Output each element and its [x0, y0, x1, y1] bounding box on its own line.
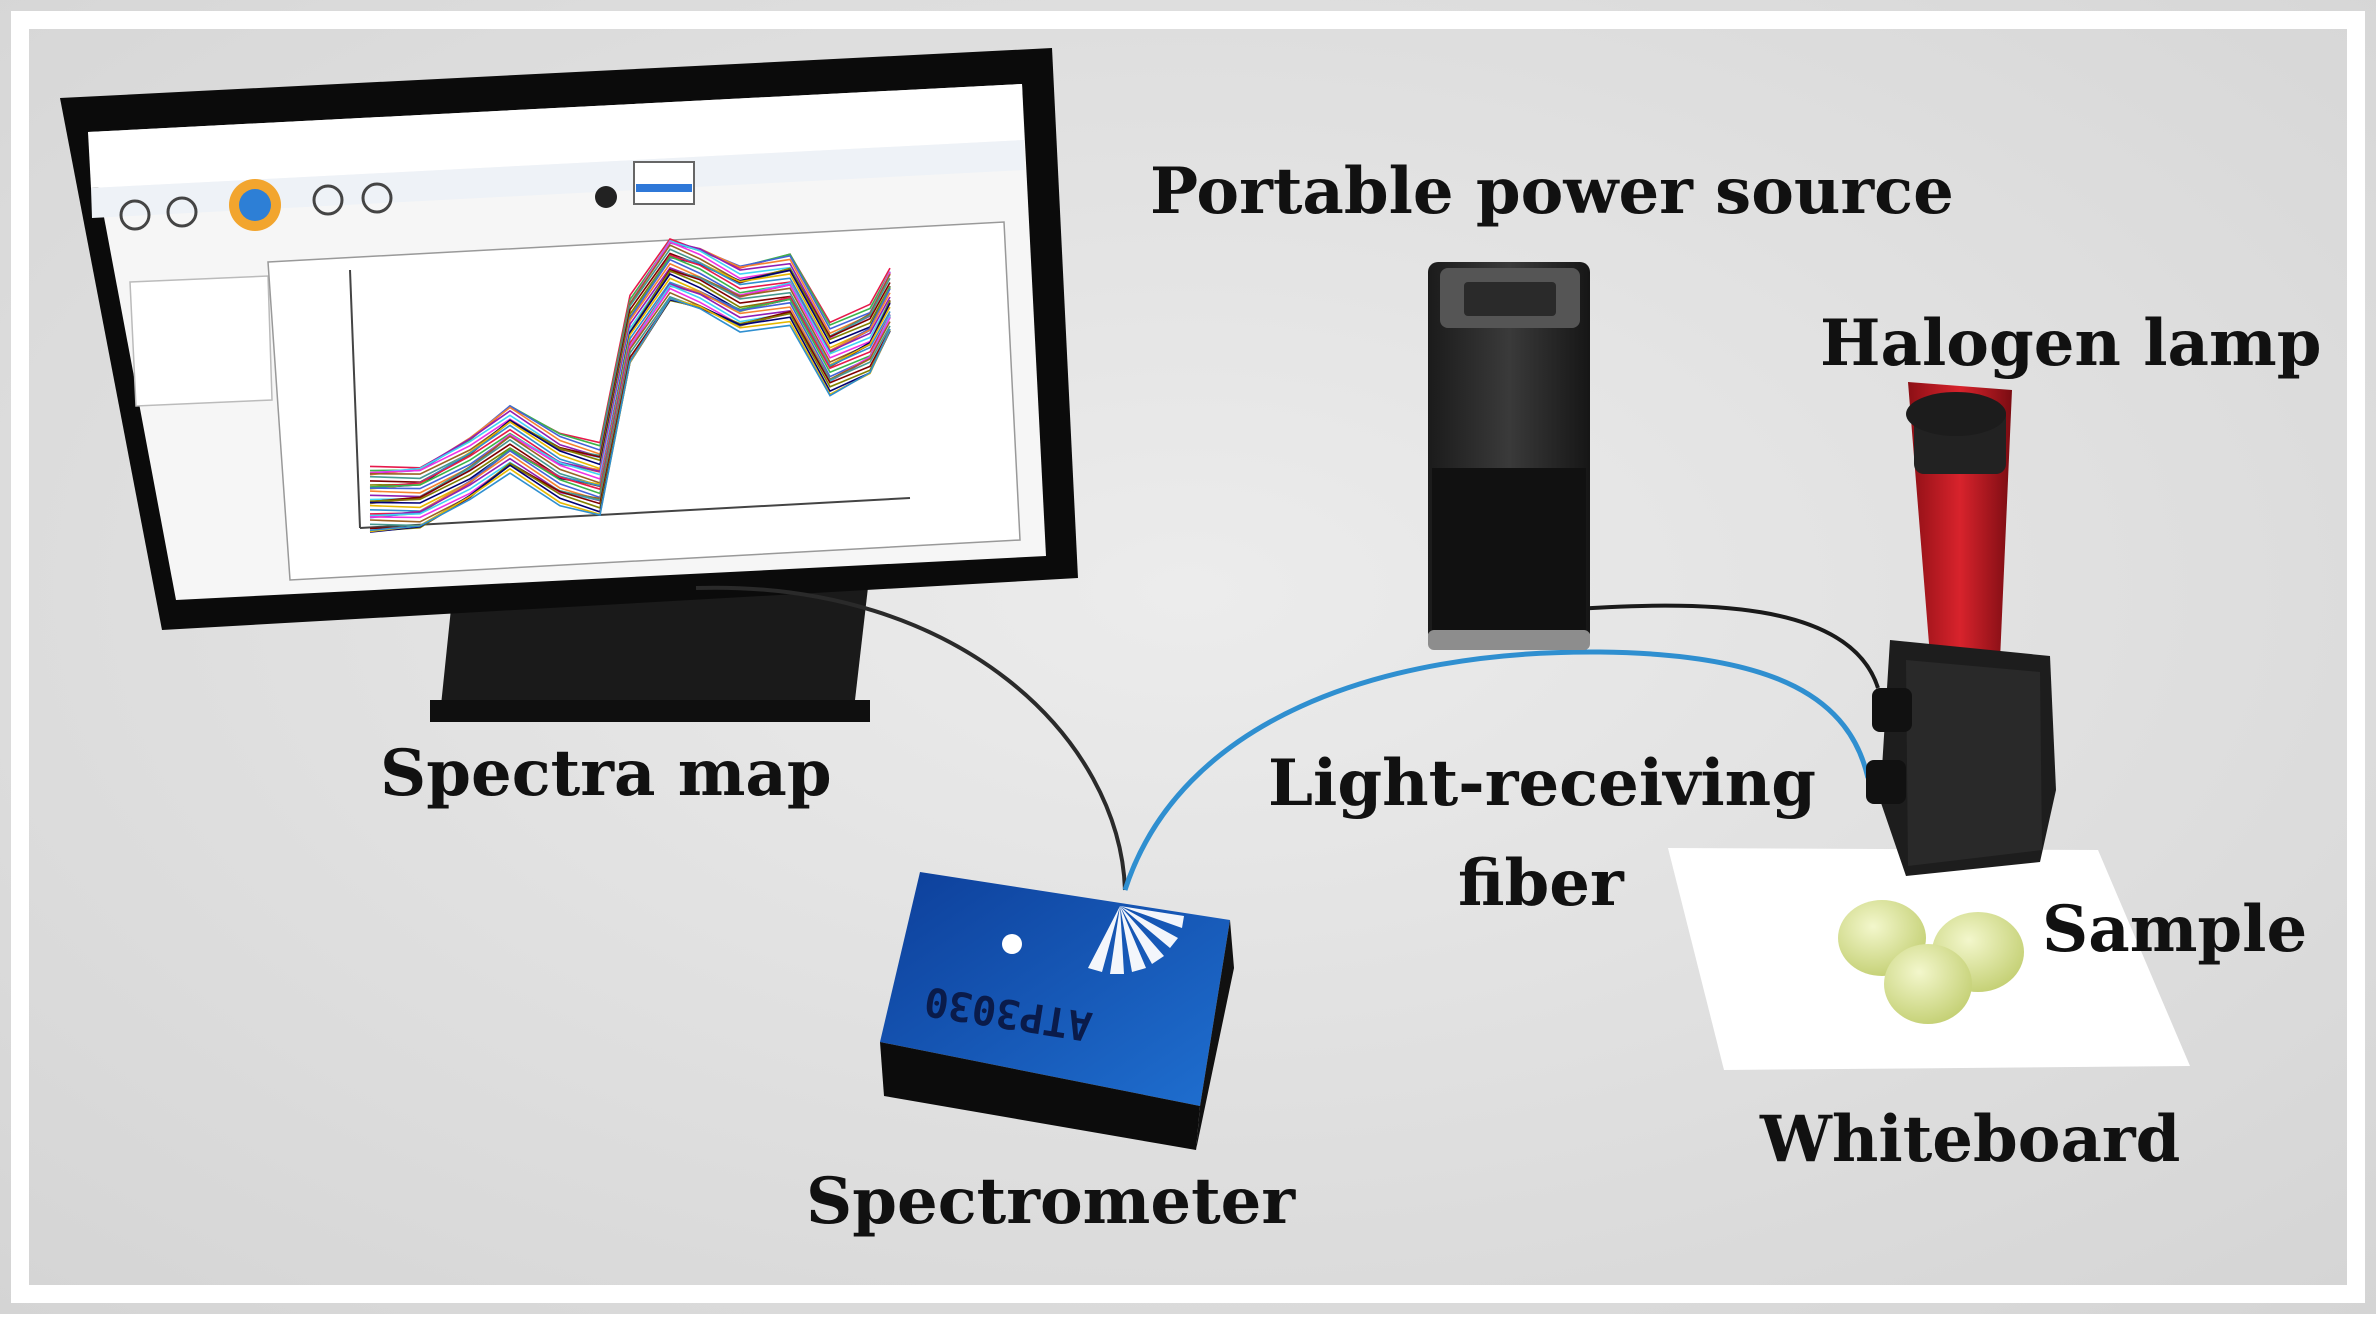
label-portable-power-source: Portable power source: [1150, 154, 1954, 229]
spectrum-curve: [369, 297, 891, 532]
label-spectra-map: Spectra map: [380, 736, 832, 811]
label-fiber-line2: fiber: [1458, 846, 1624, 921]
label-spectrometer: Spectrometer: [806, 1164, 1296, 1239]
label-whiteboard: Whiteboard: [1760, 1102, 2181, 1177]
spectrometer: [880, 872, 1234, 1150]
light-receiving-fiber: [1122, 649, 1871, 891]
grape-sample: [1838, 900, 2024, 1024]
label-halogen-lamp: Halogen lamp: [1820, 306, 2322, 381]
label-fiber-line1: Light-receiving: [1268, 746, 1816, 821]
spectra-curves: [369, 238, 891, 533]
usb-cable: [695, 585, 1127, 891]
label-sample: Sample: [2042, 892, 2308, 967]
power-cable: [1559, 603, 1880, 689]
halogen-lamp: [1866, 382, 2056, 876]
monitor: [60, 48, 1078, 630]
portable-power-source: [1428, 262, 1590, 650]
frame-border: [11, 11, 2365, 1303]
